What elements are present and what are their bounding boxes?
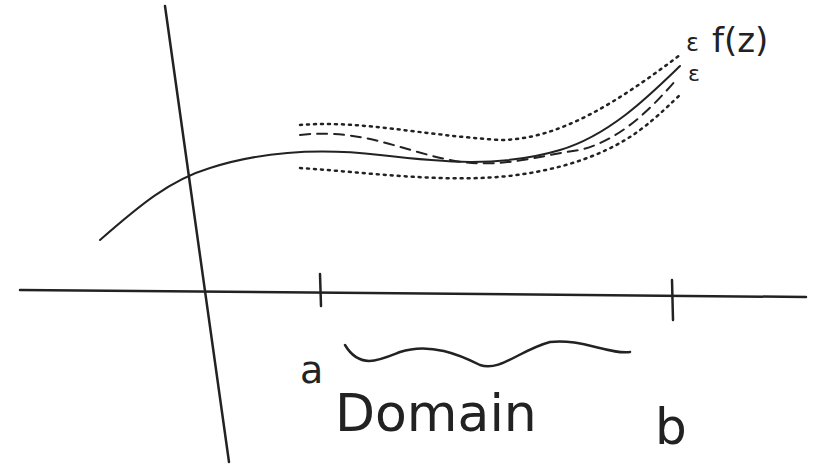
epsilon-label: ε [688, 62, 700, 86]
approximation-curve [300, 80, 676, 163]
function-curve [100, 66, 680, 240]
interval-start: a [300, 350, 323, 392]
function-label: f(z) [712, 22, 768, 59]
horizontal-axis [20, 290, 806, 297]
tick-a [320, 274, 321, 306]
vertical-axis [165, 6, 229, 462]
domain-label: Domain [335, 385, 537, 442]
upper-epsilon-band [300, 55, 680, 140]
domain-brace [345, 341, 630, 366]
tick-b [672, 280, 673, 320]
interval-end: b [655, 400, 687, 455]
epsilon-label: ε [686, 30, 699, 56]
